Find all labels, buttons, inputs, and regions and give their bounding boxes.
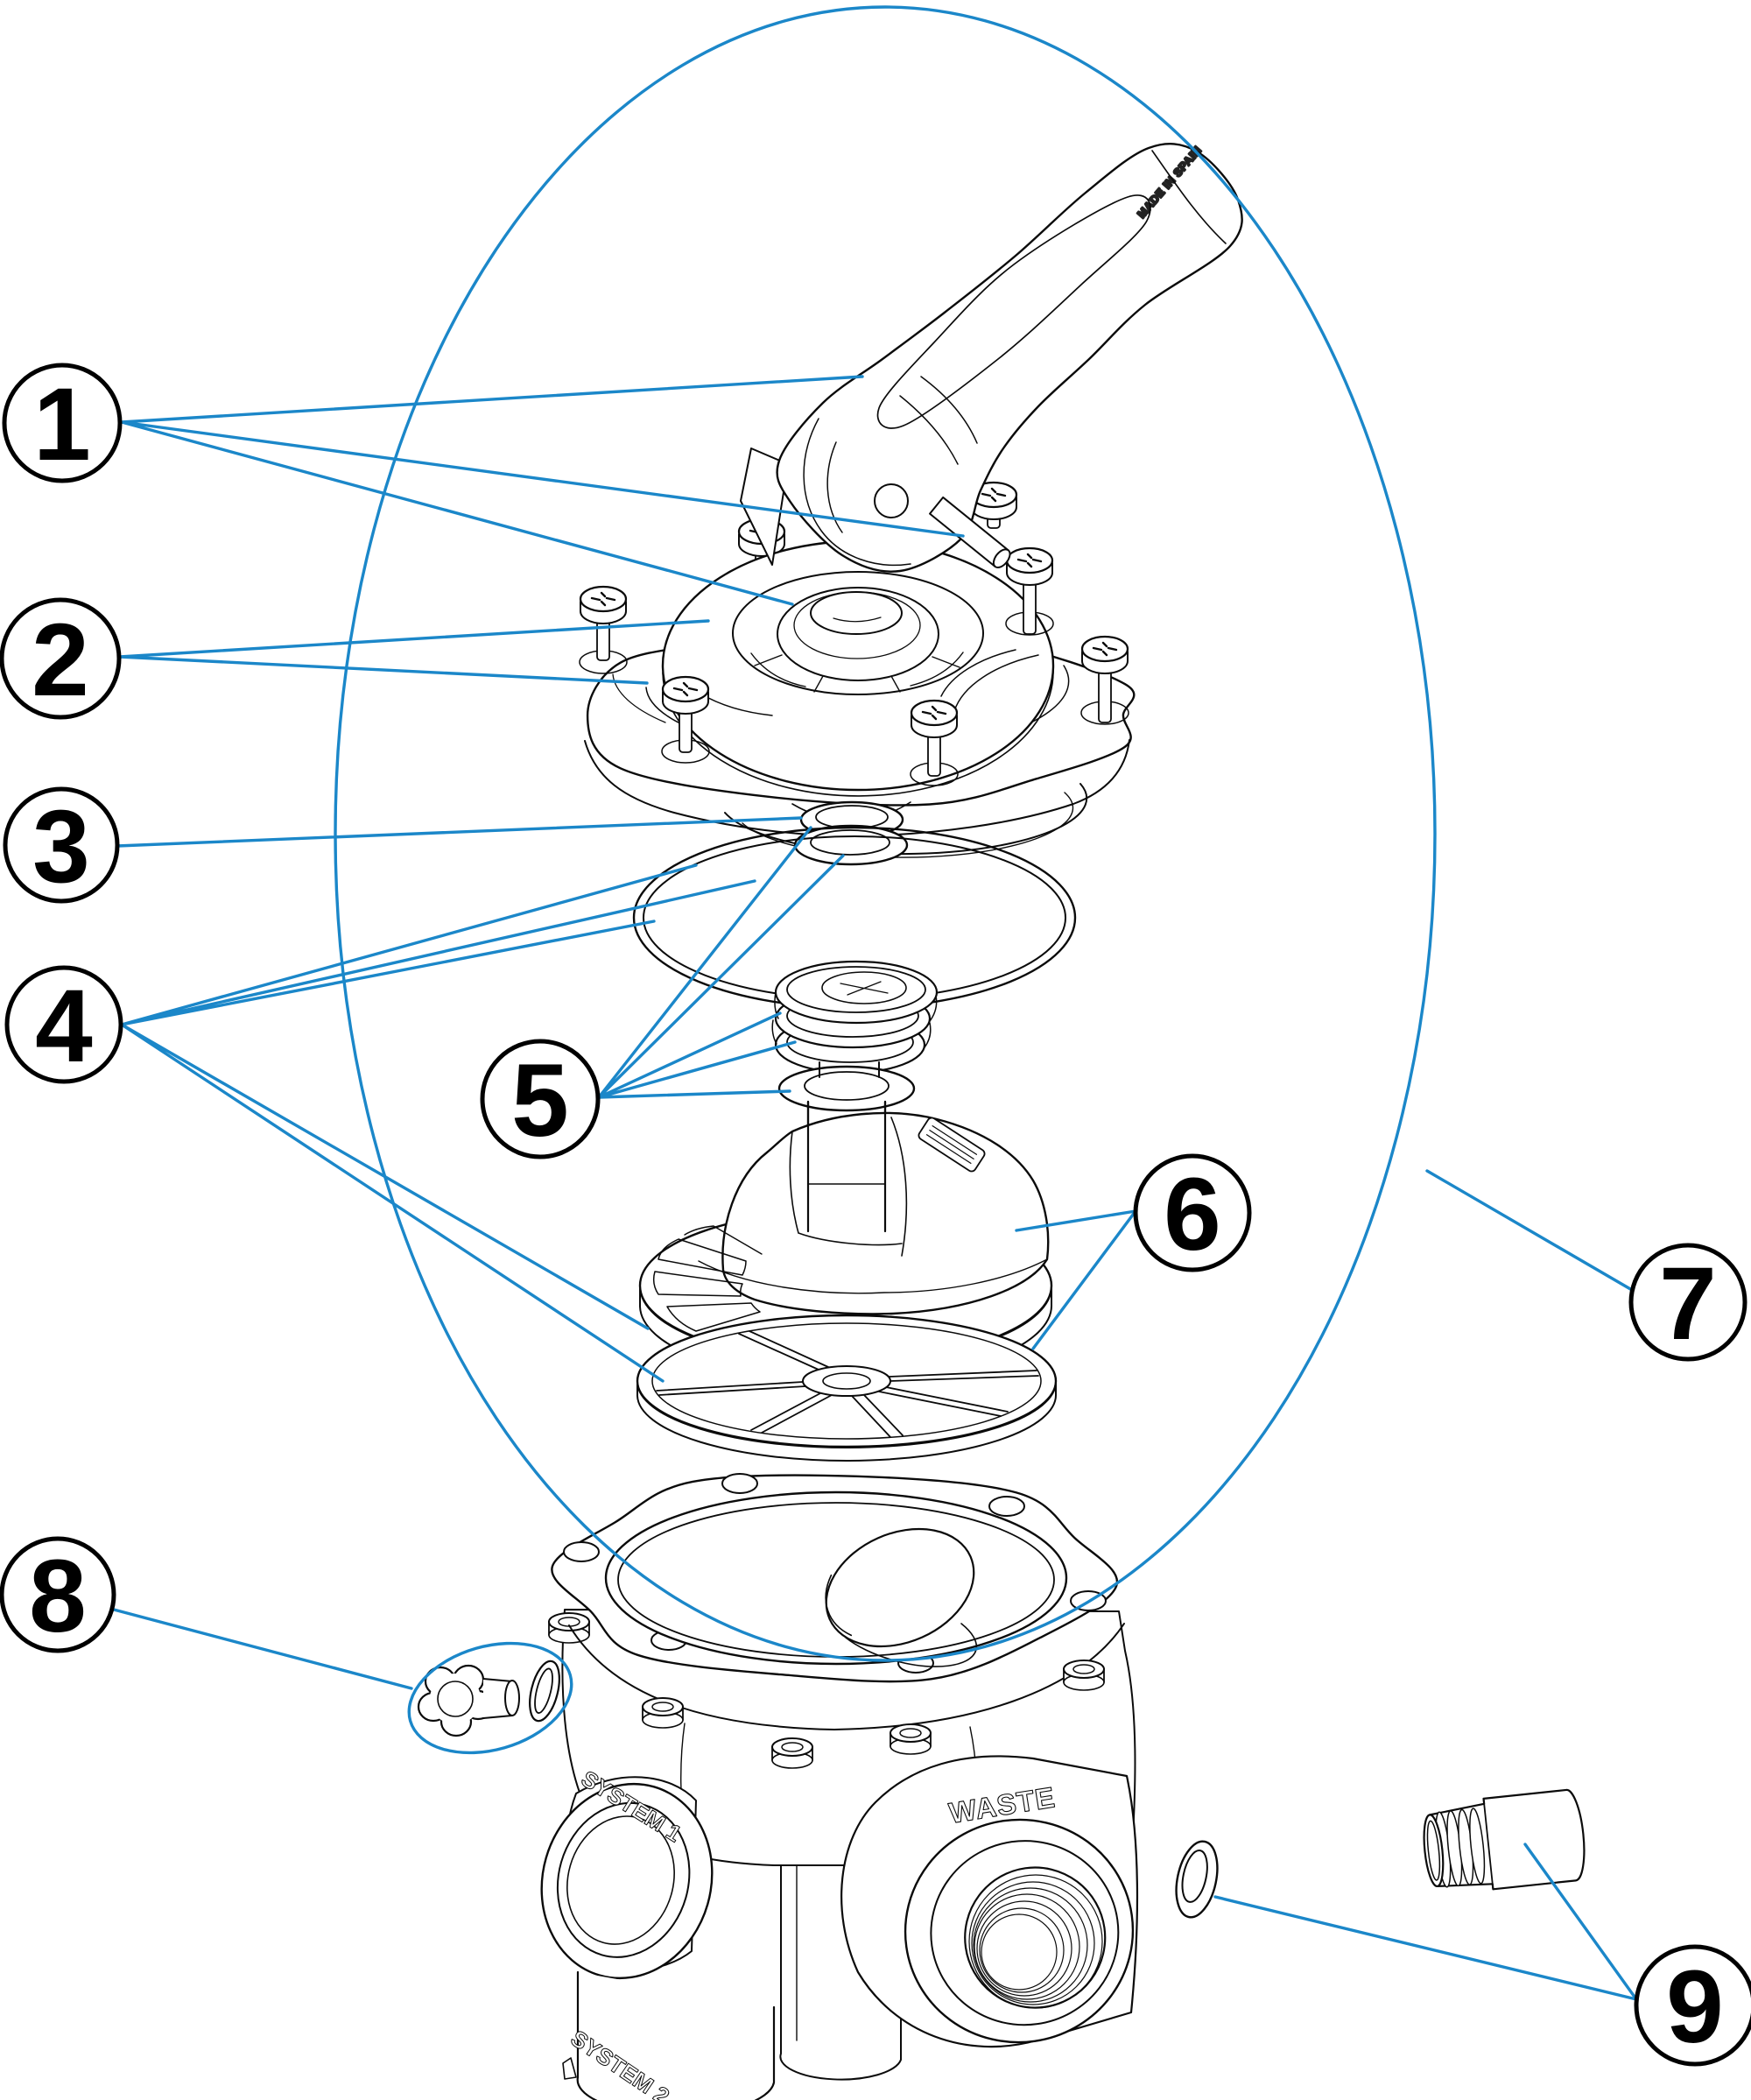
svg-text:2: 2 <box>32 603 89 718</box>
svg-text:3: 3 <box>32 789 90 905</box>
svg-text:6: 6 <box>1164 1157 1221 1272</box>
svg-text:8: 8 <box>29 1539 87 1654</box>
svg-text:1: 1 <box>33 367 91 483</box>
svg-text:7: 7 <box>1659 1246 1717 1362</box>
svg-text:5: 5 <box>511 1043 569 1159</box>
svg-text:9: 9 <box>1666 1949 1724 2065</box>
svg-text:4: 4 <box>35 969 93 1084</box>
